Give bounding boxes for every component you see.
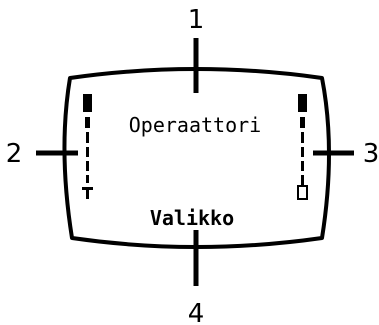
- callout-number-2: 2: [6, 139, 23, 169]
- menu-softkey-label[interactable]: Valikko: [150, 206, 234, 230]
- callout-number-3: 3: [363, 139, 379, 169]
- antenna-icon: [82, 187, 93, 199]
- battery-icon: [297, 183, 308, 200]
- operator-name: Operaattori: [129, 113, 261, 137]
- signal-strength-icon: [83, 94, 92, 183]
- operator-name-backing: [106, 110, 283, 140]
- callout-number-4: 4: [188, 299, 205, 325]
- callout-number-1: 1: [188, 5, 205, 35]
- battery-level-icon: [298, 94, 307, 183]
